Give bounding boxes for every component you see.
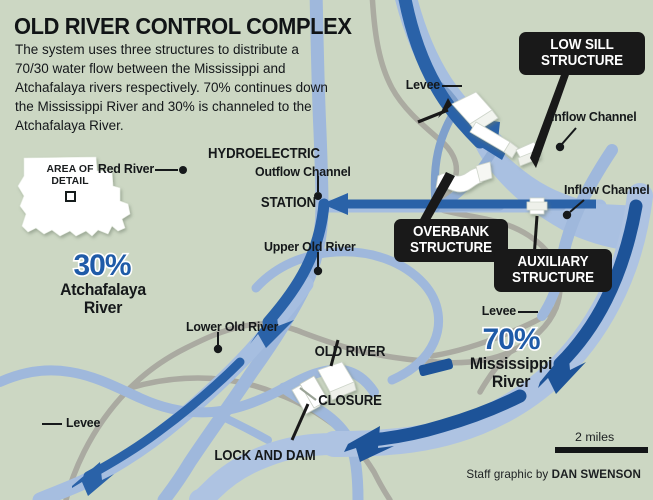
flow-arrow-mississippi-right bbox=[553, 199, 643, 371]
levee-path-mid-bottom bbox=[293, 327, 439, 365]
callout-overbank-structure: OVERBANK STRUCTURE bbox=[394, 219, 508, 263]
flow-arrowhead-mississippi-right bbox=[538, 348, 586, 394]
flow-stub-mississippi-west bbox=[418, 358, 454, 377]
auxiliary-structure-icon bbox=[526, 197, 548, 215]
dot-outflow-channel bbox=[314, 192, 322, 200]
old-river-closure-line2: CLOSURE bbox=[318, 392, 382, 409]
flow-arrowhead-outflow-west bbox=[322, 193, 348, 215]
area-of-detail-marker bbox=[65, 191, 76, 202]
flow-arrowhead-atchafalaya-lower bbox=[72, 462, 114, 496]
callout-overbank-line1: OVERBANK bbox=[412, 224, 490, 240]
label-levee-right: Levee bbox=[481, 303, 516, 318]
mississippi-river-label: Mississippi River bbox=[445, 354, 577, 392]
callout-auxiliary-structure: AUXILIARY STRUCTURE bbox=[494, 249, 612, 293]
inset-label-line1: AREA OF bbox=[46, 164, 94, 175]
pointer-lock-and-dam bbox=[290, 403, 310, 441]
atchafalaya-percentage: 30% bbox=[72, 247, 133, 283]
flow-arrow-atchafalaya-lower bbox=[83, 357, 245, 481]
atchafalaya-river-label: Atchafalaya River bbox=[37, 280, 169, 318]
dot-inflow-upper bbox=[555, 142, 565, 152]
label-hydroelectric-station: HYDROELECTRIC STATION bbox=[208, 113, 320, 244]
label-lock-and-dam: LOCK AND DAM bbox=[214, 448, 316, 464]
credit-prefix: Staff graphic by bbox=[466, 468, 552, 481]
label-levee-bottom: Levee bbox=[66, 415, 101, 430]
intro-paragraph: The system uses three structures to dist… bbox=[15, 42, 328, 134]
scale-bar bbox=[555, 447, 648, 453]
flow-arrow-mississippi-inbound bbox=[398, 0, 487, 149]
atchafalaya-line1: Atchafalaya bbox=[60, 280, 146, 299]
flow-arrowhead-atchafalaya bbox=[250, 306, 294, 348]
levee-path-right-tail bbox=[477, 349, 513, 395]
dot-red-river bbox=[179, 166, 187, 174]
inset-label: AREA OF DETAIL bbox=[33, 164, 107, 189]
scale-label: 2 miles bbox=[575, 430, 615, 444]
label-lower-old-river: Lower Old River bbox=[186, 319, 279, 334]
pointer-hydroelectric-head bbox=[438, 98, 452, 118]
credit-author: DAN SWENSON bbox=[551, 468, 641, 481]
flow-arrowhead-mississippi-lower bbox=[344, 426, 394, 462]
upper-old-river-water bbox=[251, 247, 444, 385]
hydroelectric-line2: STATION bbox=[260, 194, 316, 211]
label-outflow-channel: Outflow Channel bbox=[255, 164, 351, 179]
label-inflow-channel-lower: Inflow Channel bbox=[564, 182, 650, 197]
hydroelectric-station-icon bbox=[451, 91, 519, 159]
mississippi-percentage: 70% bbox=[481, 321, 542, 357]
flow-arrow-atchafalaya-turn bbox=[262, 198, 330, 328]
dot-upper-old-river bbox=[313, 266, 323, 276]
pointer-low-sill bbox=[530, 72, 570, 168]
callout-low-sill-structure: LOW SILL STRUCTURE bbox=[519, 32, 645, 76]
old-river-closure-icon bbox=[317, 361, 357, 401]
callout-low-sill-line2: STRUCTURE bbox=[541, 53, 623, 70]
credit-line: Staff graphic by DAN SWENSON bbox=[466, 468, 641, 481]
callout-overbank-line2: STRUCTURE bbox=[410, 240, 492, 257]
label-upper-old-river: Upper Old River bbox=[264, 239, 356, 254]
callout-low-sill-line1: LOW SILL bbox=[550, 37, 614, 53]
leader-inflow-upper bbox=[561, 127, 577, 145]
mississippi-downstream bbox=[189, 433, 345, 500]
lower-old-river-branch bbox=[208, 408, 272, 444]
lock-and-dam-icon bbox=[291, 375, 329, 415]
dot-lower-old-river bbox=[213, 344, 223, 354]
label-levee-top: Levee bbox=[405, 77, 440, 92]
callout-auxiliary-line2: STRUCTURE bbox=[512, 270, 594, 287]
hydroelectric-line1: HYDROELECTRIC bbox=[208, 145, 320, 162]
pointer-old-river-closure bbox=[329, 339, 340, 367]
flow-arrow-mississippi-lower bbox=[365, 389, 527, 447]
page-title: OLD RIVER CONTROL COMPLEX bbox=[14, 13, 352, 39]
atchafalaya-line2: River bbox=[83, 298, 123, 318]
dot-inflow-lower bbox=[562, 210, 572, 220]
mississippi-line1: Mississippi bbox=[469, 354, 553, 373]
levee-path-southwest bbox=[63, 321, 299, 500]
label-inflow-channel-upper: Inflow Channel bbox=[551, 109, 637, 124]
louisiana-inset bbox=[17, 156, 131, 237]
label-red-river: Red River bbox=[97, 161, 154, 176]
mississippi-inflow-basin bbox=[476, 146, 640, 252]
leader-inflow-lower bbox=[569, 199, 585, 213]
mississippi-line2: River bbox=[491, 372, 531, 392]
inset-label-line2: DETAIL bbox=[51, 176, 89, 188]
callout-auxiliary-line1: AUXILIARY bbox=[517, 254, 589, 270]
label-old-river-closure: OLD RIVER CLOSURE bbox=[301, 311, 400, 442]
old-river-closure-line1: OLD RIVER bbox=[314, 343, 386, 360]
